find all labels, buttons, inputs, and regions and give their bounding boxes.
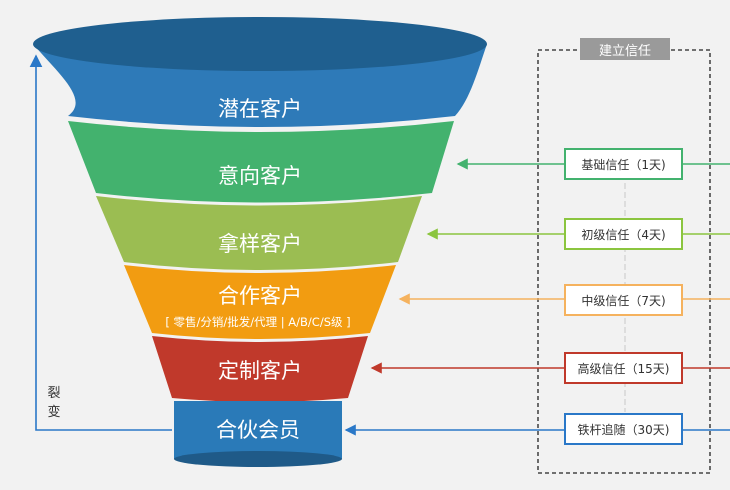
- stage-member-band: [174, 401, 342, 459]
- stage-member-label: 合伙会员: [216, 418, 300, 442]
- stage-coop-sublabel: [ 零售/分销/批发/代理 | A/B/C/S级 ]: [165, 315, 350, 329]
- trust-container: [537, 49, 711, 474]
- stage-intent-label: 意向客户: [218, 164, 302, 188]
- stage-custom-band: [152, 336, 368, 402]
- stage-coop-label: 合作客户: [218, 284, 302, 308]
- trust-level-basic: 基础信任（1天): [564, 148, 683, 180]
- stage-sample-label: 拿样客户: [218, 232, 302, 256]
- trust-title: 建立信任: [580, 38, 670, 60]
- trust-level-middle: 中级信任（7天): [564, 284, 683, 316]
- trust-level-senior: 高级信任（15天): [564, 352, 683, 384]
- stage-intent-band: [68, 121, 454, 203]
- stage-latent-label: 潜在客户: [218, 97, 302, 121]
- stage-coop-band: [124, 265, 396, 339]
- funnel-top-ellipse: [33, 17, 487, 71]
- trust-level-loyal: 铁杆追随（30天): [564, 413, 683, 445]
- stage-sample-band: [96, 196, 422, 270]
- fission-label: 裂变: [47, 386, 61, 420]
- stage-custom-label: 定制客户: [218, 359, 302, 383]
- member-cylinder-bottom: [174, 451, 342, 467]
- trust-level-junior: 初级信任（4天): [564, 218, 683, 250]
- fission-arrow: [29, 54, 172, 431]
